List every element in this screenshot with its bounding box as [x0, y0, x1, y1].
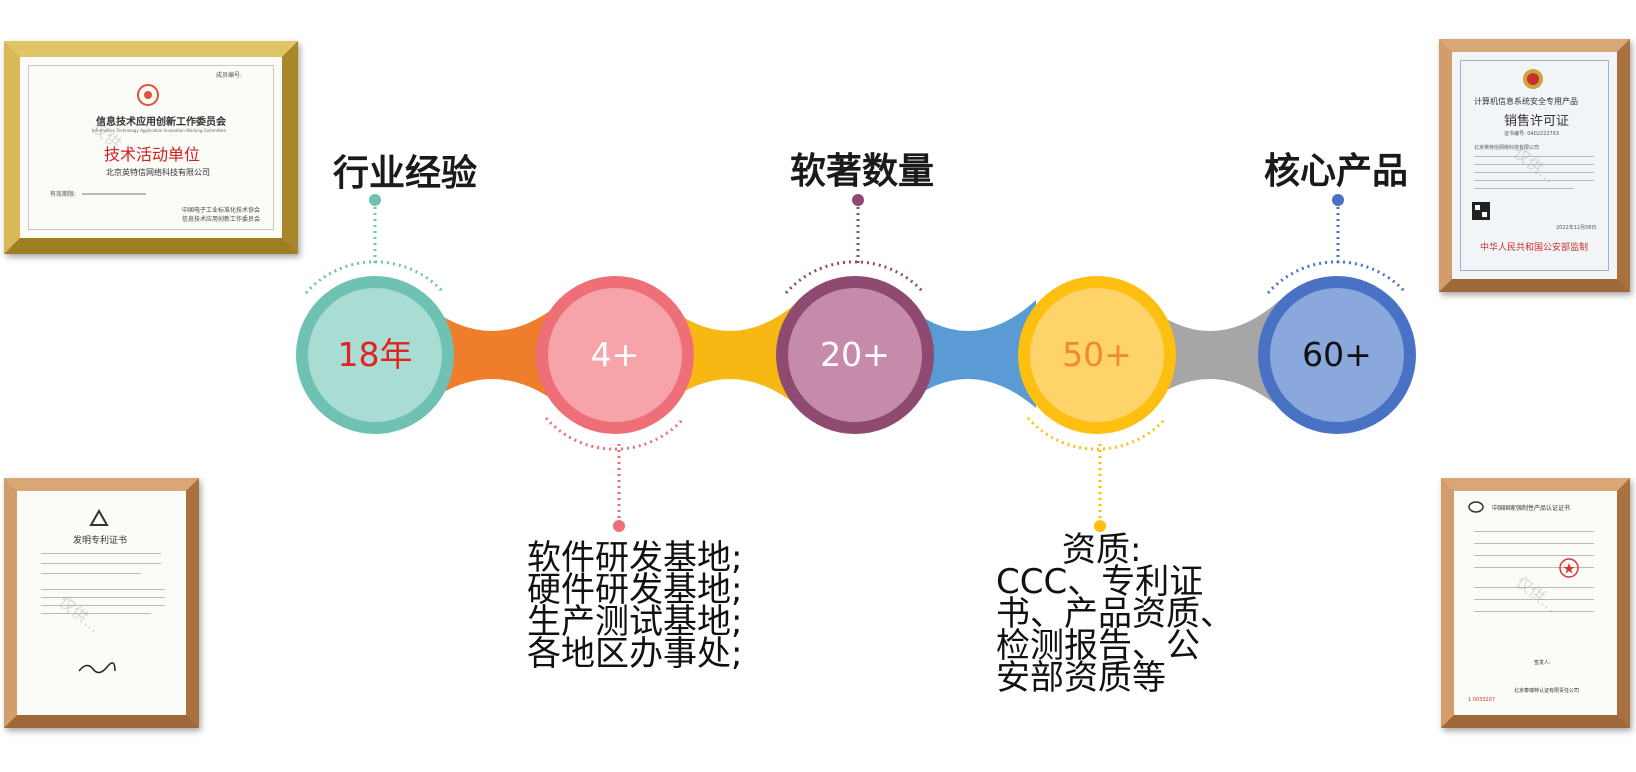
security-license-frame: 计算机信息系统安全专用产品 销售许可证 证书编号: 0402222763 北京英… — [1439, 39, 1630, 292]
ccc-company: 北京泰瑞特认证有限责任公司 — [1514, 688, 1580, 694]
bases-description: 软件研发基地; 硬件研发基地; 生产测试基地; 各地区办事处; — [527, 538, 743, 674]
stat-circle-5 — [1258, 276, 1416, 434]
innovation-certificate-frame: 成员编号: 信息技术应用创新工作委员会 Information Technolo… — [4, 41, 298, 254]
license-date: 2022年12月08日 — [1556, 225, 1597, 231]
police-emblem-icon — [1523, 69, 1543, 89]
stem-dot-4 — [1094, 520, 1106, 532]
license-title: 计算机信息系统安全专用产品 — [1474, 97, 1578, 106]
ccc-certificate: 中国国家强制性产品认证证书 签发人: 北京泰瑞特认证有限责任公司 1 00332… — [1454, 491, 1617, 715]
qualifications-line: 检测报告、公 — [996, 626, 1200, 666]
cert-title: 信息技术应用创新工作委员会 — [96, 117, 226, 128]
stat-value-software: 20+ — [820, 335, 890, 374]
stat-circle-3 — [776, 276, 934, 434]
heading-products: 核心产品 — [1264, 151, 1409, 192]
qualifications-line: 书、产品资质、 — [996, 594, 1234, 634]
stem-dot-3 — [852, 194, 864, 206]
ccc-title: 中国国家强制性产品认证证书 — [1492, 505, 1571, 512]
connector-4 — [1140, 300, 1280, 408]
cert-main: 技术活动单位 — [104, 145, 201, 164]
signature-icon — [78, 662, 116, 674]
stat-value-qualifications: 50+ — [1062, 335, 1132, 374]
license-main: 销售许可证 — [1504, 114, 1570, 129]
heading-experience: 行业经验 — [333, 153, 478, 194]
patent-certificate-frame: 发明专利证书 仅供... — [4, 478, 199, 728]
cert-valid: 有效期限: — [50, 191, 77, 198]
connector-3 — [900, 300, 1036, 408]
cert-issuer-1: 中国电子工业标准化技术协会 — [182, 207, 261, 214]
qualifications-line: 资质: — [1062, 530, 1142, 570]
cert-number-label: 成员编号: — [216, 72, 243, 79]
qr-code-icon — [1472, 202, 1490, 220]
qualifications-description: 资质: CCC、专利证 书、产品资质、 检测报告、公 安部资质等 — [996, 530, 1234, 698]
bases-line: 硬件研发基地; — [527, 570, 743, 610]
connector-1 — [420, 300, 564, 408]
stat-circle-2 — [536, 276, 694, 434]
red-seal-icon — [137, 84, 159, 106]
stem-dot-1 — [369, 194, 381, 206]
stat-value-bases: 4+ — [590, 335, 640, 374]
patent-emblem-icon — [89, 509, 109, 526]
ccc-logo-icon — [1468, 501, 1484, 513]
qualifications-line: CCC、专利证 — [996, 562, 1204, 602]
stat-value-products: 60+ — [1302, 335, 1372, 374]
license-number: 证书编号: 0402222763 — [1504, 131, 1560, 137]
stem-dot-2 — [613, 520, 625, 532]
ccc-signer: 签发人: — [1534, 660, 1551, 666]
ccc-certificate-frame: 中国国家强制性产品认证证书 签发人: 北京泰瑞特认证有限责任公司 1 00332… — [1441, 478, 1630, 728]
bases-line: 软件研发基地; — [527, 538, 743, 578]
connector-2 — [660, 300, 800, 408]
cert-issuer-2: 信息技术应用创新工作委员会 — [182, 216, 261, 223]
innovation-certificate: 成员编号: 信息技术应用创新工作委员会 Information Technolo… — [20, 57, 282, 238]
cert-subtitle: Information Technology Application Innov… — [92, 128, 226, 133]
stat-circle-4 — [1018, 276, 1176, 434]
cert-company: 北京英特信网络科技有限公司 — [106, 168, 210, 177]
stat-circle-1 — [296, 276, 454, 434]
patent-title: 发明专利证书 — [73, 536, 128, 546]
stem-dot-5 — [1332, 194, 1344, 206]
heading-software: 软著数量 — [790, 151, 935, 192]
qualifications-line: 安部资质等 — [996, 658, 1166, 698]
stat-value-experience: 18年 — [337, 335, 413, 374]
bases-line: 生产测试基地; — [527, 602, 743, 642]
license-authority: 中华人民共和国公安部监制 — [1480, 243, 1589, 253]
red-seal-icon — [1559, 558, 1579, 578]
ccc-serial: 1 0033207 — [1468, 697, 1496, 703]
security-license: 计算机信息系统安全专用产品 销售许可证 证书编号: 0402222763 北京英… — [1452, 52, 1617, 279]
watermark-text: 仅供... — [1512, 572, 1562, 617]
patent-certificate: 发明专利证书 仅供... — [17, 491, 186, 715]
bases-line: 各地区办事处; — [527, 634, 743, 674]
license-company: 北京英特信网络科技有限公司 — [1474, 145, 1540, 151]
